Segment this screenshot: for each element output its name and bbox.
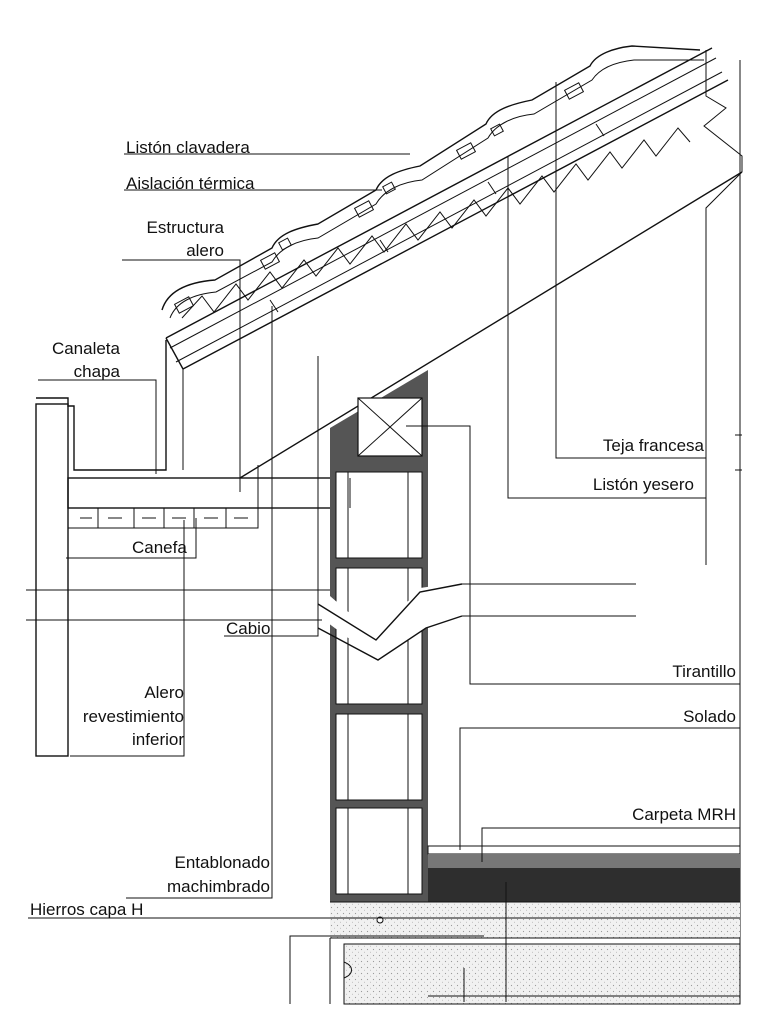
label-entablonado-line1: Entablonado	[175, 853, 270, 872]
roof-slope	[165, 47, 743, 479]
label-estructura-alero-line2: alero	[186, 241, 224, 260]
label-canaleta-chapa-line2: chapa	[74, 362, 121, 381]
label-alero-revestimiento-line1: Alero	[144, 683, 184, 702]
floor-slab	[329, 845, 741, 1005]
right-break-line	[703, 50, 743, 1000]
fascia-board	[35, 403, 69, 757]
label-alero-revestimiento-line2: revestimiento	[83, 707, 184, 726]
label-alero-revestimiento-line3: inferior	[132, 730, 184, 749]
label-aislacion-termica: Aislación térmica	[126, 174, 255, 193]
label-liston-yesero: Listón yesero	[593, 475, 694, 494]
break-symbol	[26, 582, 636, 661]
label-hierros-capa-h: Hierros capa H	[30, 900, 143, 919]
label-estructura-alero-line1: Estructura	[147, 218, 225, 237]
label-entablonado-line2: machimbrado	[167, 877, 270, 896]
label-solado: Solado	[683, 707, 736, 726]
label-cabio: Cabio	[226, 619, 270, 638]
roof-tiles	[161, 45, 704, 319]
label-liston-clavadera: Listón clavadera	[126, 138, 250, 157]
label-canefa: Canefa	[132, 538, 187, 557]
label-tirantillo: Tirantillo	[672, 662, 736, 681]
label-carpeta-mrh: Carpeta MRH	[632, 805, 736, 824]
label-canaleta-chapa-line1: Canaleta	[52, 339, 121, 358]
leader-lines	[28, 82, 740, 1004]
gutter	[36, 340, 167, 471]
label-teja-francesa: Teja francesa	[603, 436, 705, 455]
eave-structure	[67, 465, 351, 529]
